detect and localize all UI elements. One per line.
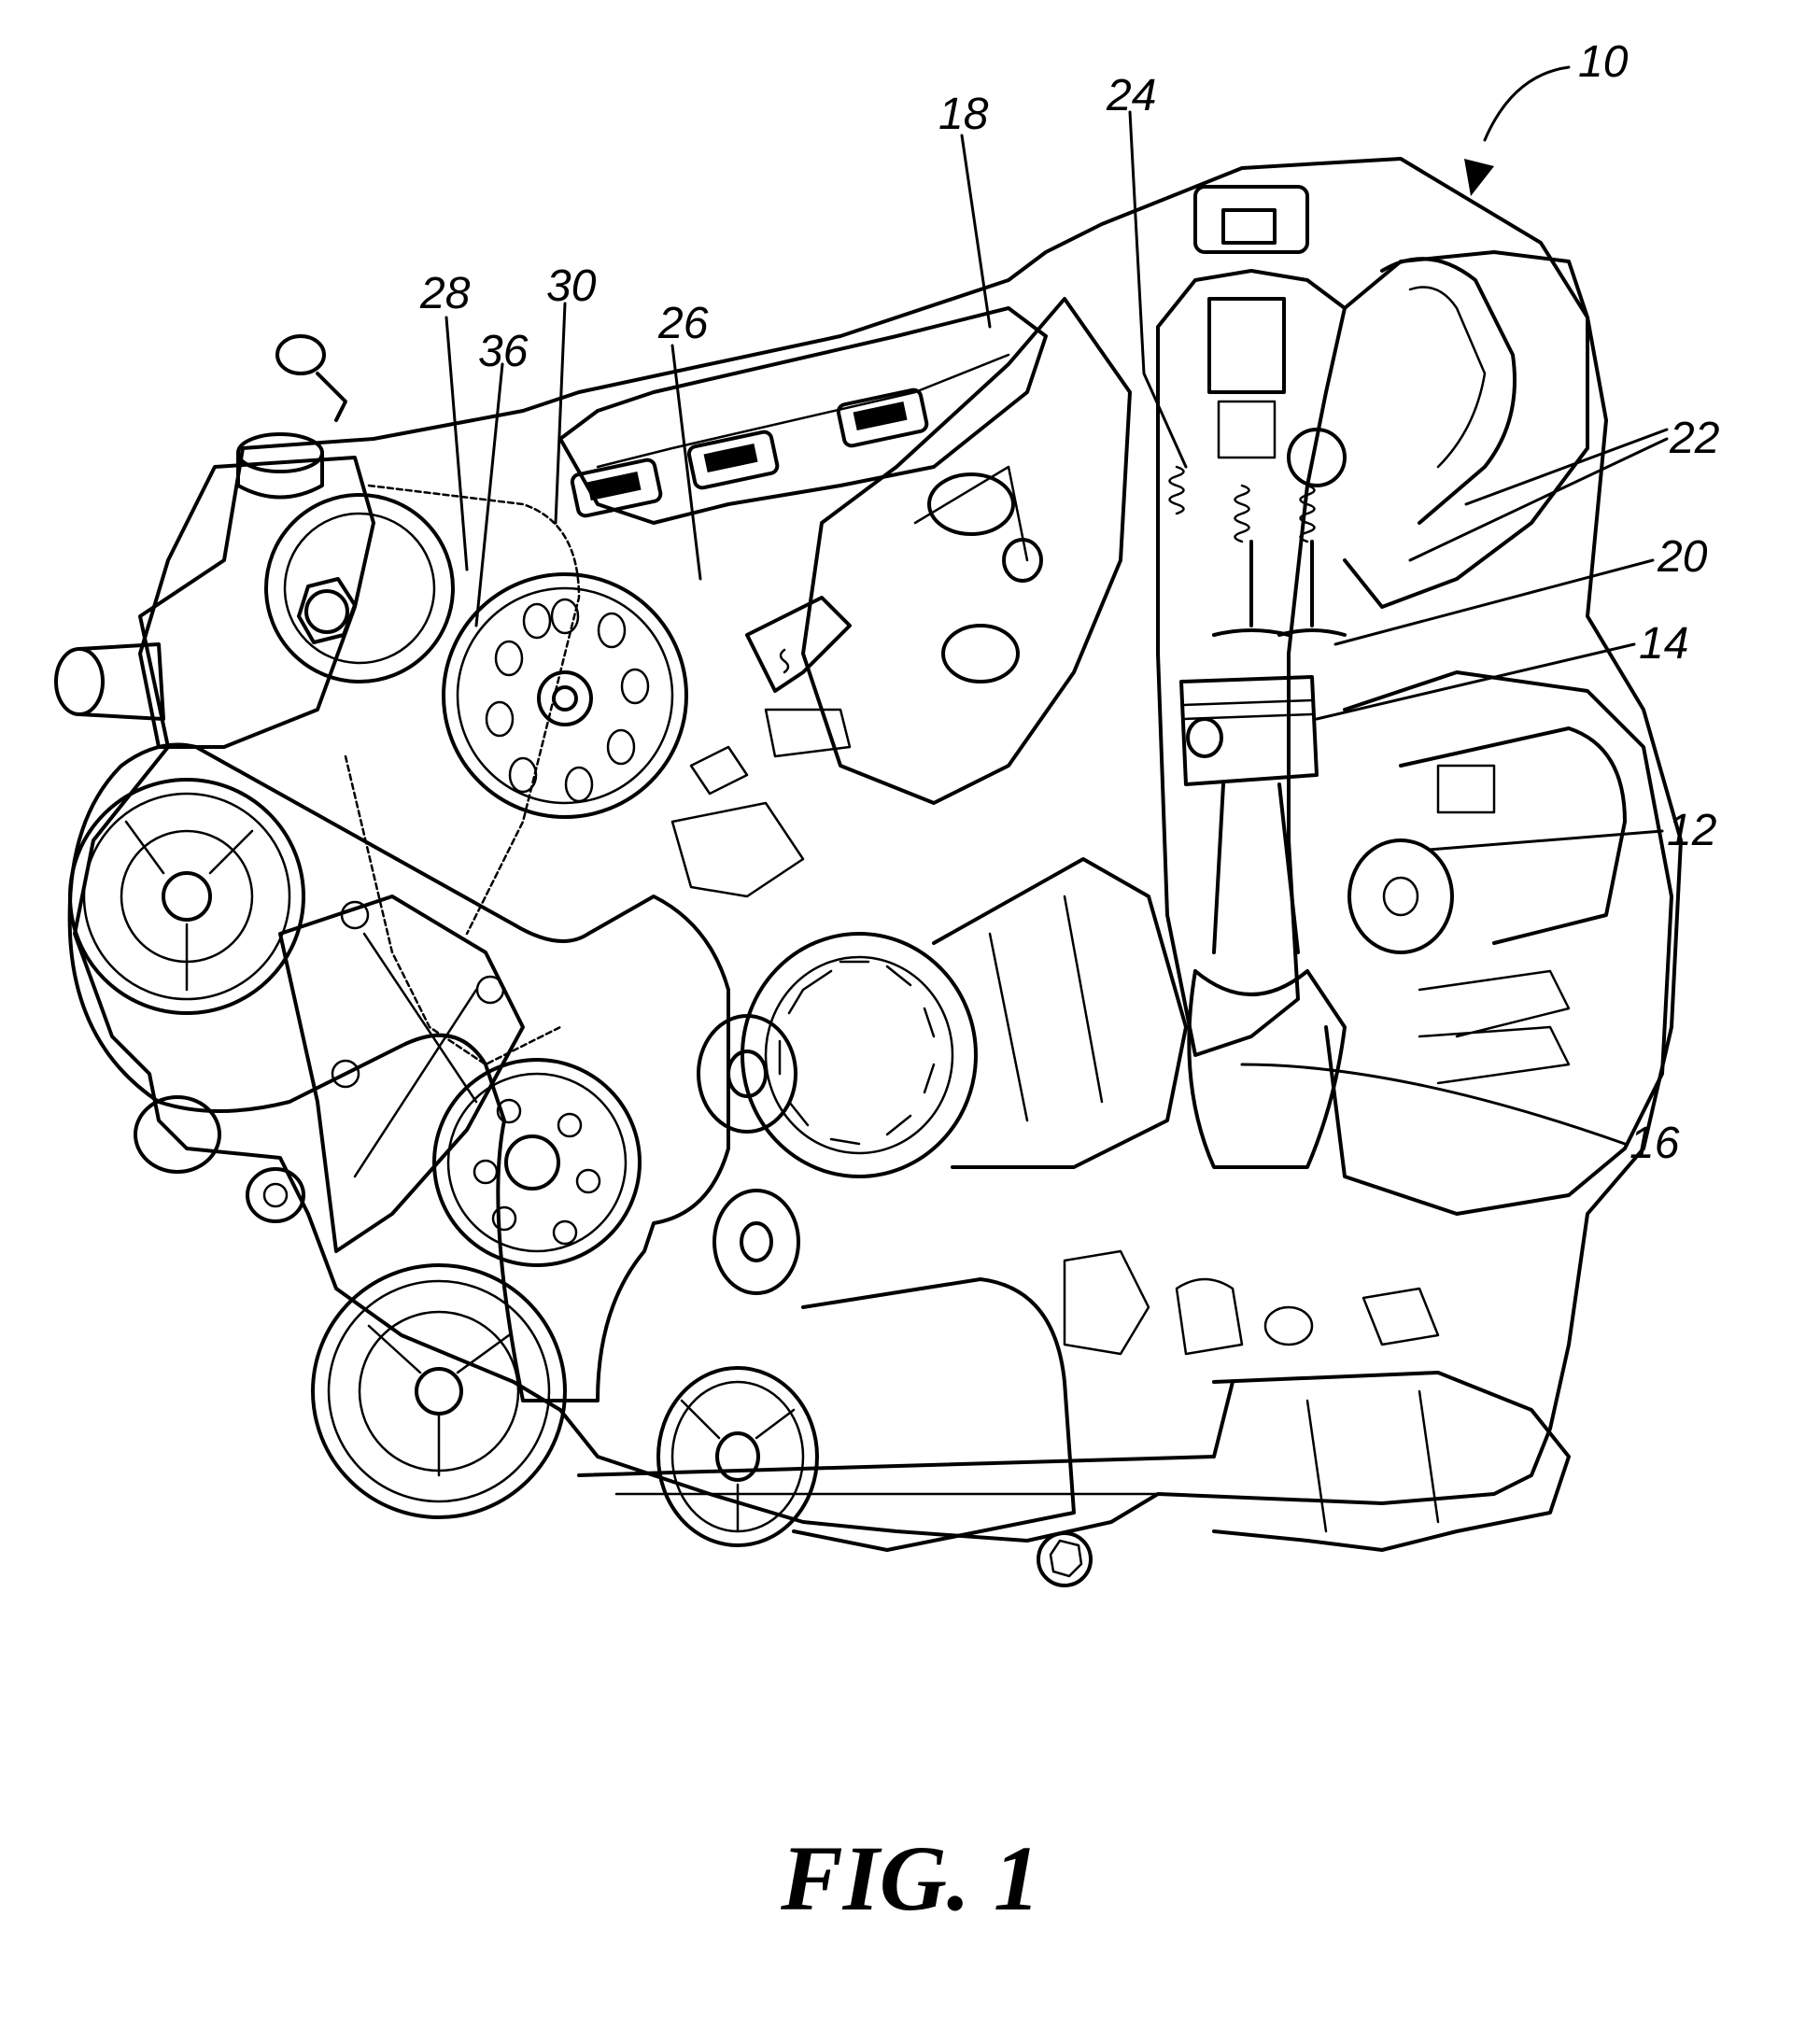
crankshaft-pulley (311, 1263, 567, 1519)
reference-numerals: 10 18 24 28 30 36 26 22 20 14 12 16 (419, 37, 1719, 1168)
piston (1179, 675, 1319, 786)
cam-sprocket-right (442, 572, 688, 819)
fuel-injector (745, 596, 852, 693)
accessory-bracket (278, 895, 525, 1253)
leader-24 (1128, 110, 1188, 469)
numeral-26: 26 (657, 299, 709, 348)
leader-20 (1333, 558, 1655, 646)
alternator-pulley (697, 1014, 797, 1134)
leader-16 (1240, 1063, 1627, 1146)
oil-pan (577, 1371, 1571, 1552)
numeral-20: 20 (1657, 532, 1708, 582)
dipstick-handle (275, 334, 347, 422)
intake-manifold (801, 297, 1132, 805)
connecting-rod (1193, 782, 1309, 996)
numeral-16: 16 (1630, 1119, 1680, 1168)
belt-tensioner (712, 1189, 800, 1295)
cylinder-cutaway (1156, 185, 1347, 1169)
numeral-30: 30 (546, 261, 597, 311)
engine-block-outline (73, 157, 1683, 1543)
rear-head-section (1287, 250, 1589, 609)
serpentine-belt (67, 742, 730, 1402)
timing-cover (138, 456, 375, 749)
leader-10-arrowhead (1464, 159, 1494, 196)
leader-lines (444, 65, 1669, 1146)
numeral-14: 14 (1639, 619, 1688, 669)
coil-packs (570, 387, 929, 518)
numeral-18: 18 (938, 90, 989, 139)
rocker-cover-ridge (596, 353, 1010, 469)
leader-36 (474, 362, 504, 627)
oil-filler-cap (236, 432, 324, 500)
numeral-10: 10 (1578, 37, 1629, 87)
cam-sprocket-left (264, 493, 455, 683)
idler-pulley-upper-left (68, 778, 305, 1015)
numeral-28: 28 (419, 269, 471, 318)
engine-mount-lower-left (134, 1095, 305, 1223)
leader-18 (960, 134, 992, 329)
numeral-12: 12 (1667, 806, 1716, 855)
alternator (741, 857, 1188, 1178)
leader-22b (1408, 437, 1669, 562)
timing-chain (344, 484, 581, 1066)
rocker-cover (558, 306, 1048, 525)
leader-14 (1315, 642, 1636, 721)
leader-26 (670, 344, 702, 581)
crankshaft (1187, 969, 1347, 1169)
starter-motor (1347, 726, 1627, 954)
numeral-36: 36 (478, 327, 529, 376)
leader-12 (1427, 829, 1664, 852)
bellhousing (1324, 670, 1673, 1216)
water-pump-pulley (432, 1058, 642, 1267)
leader-10 (1483, 65, 1571, 142)
numeral-22: 22 (1669, 414, 1719, 463)
numeral-24: 24 (1106, 71, 1156, 120)
power-steering-pump (656, 1277, 1076, 1552)
lower-bolt (1037, 1531, 1093, 1587)
valve-springs (1168, 465, 1316, 543)
engine-drawing (54, 157, 1683, 1587)
coolant-outlet (54, 642, 165, 721)
engine-hardware (670, 708, 1440, 1356)
leader-22a (1464, 428, 1669, 506)
leader-30 (554, 302, 567, 525)
figure-caption: FIG. 1 (780, 1826, 1040, 1930)
leader-28 (444, 316, 469, 571)
